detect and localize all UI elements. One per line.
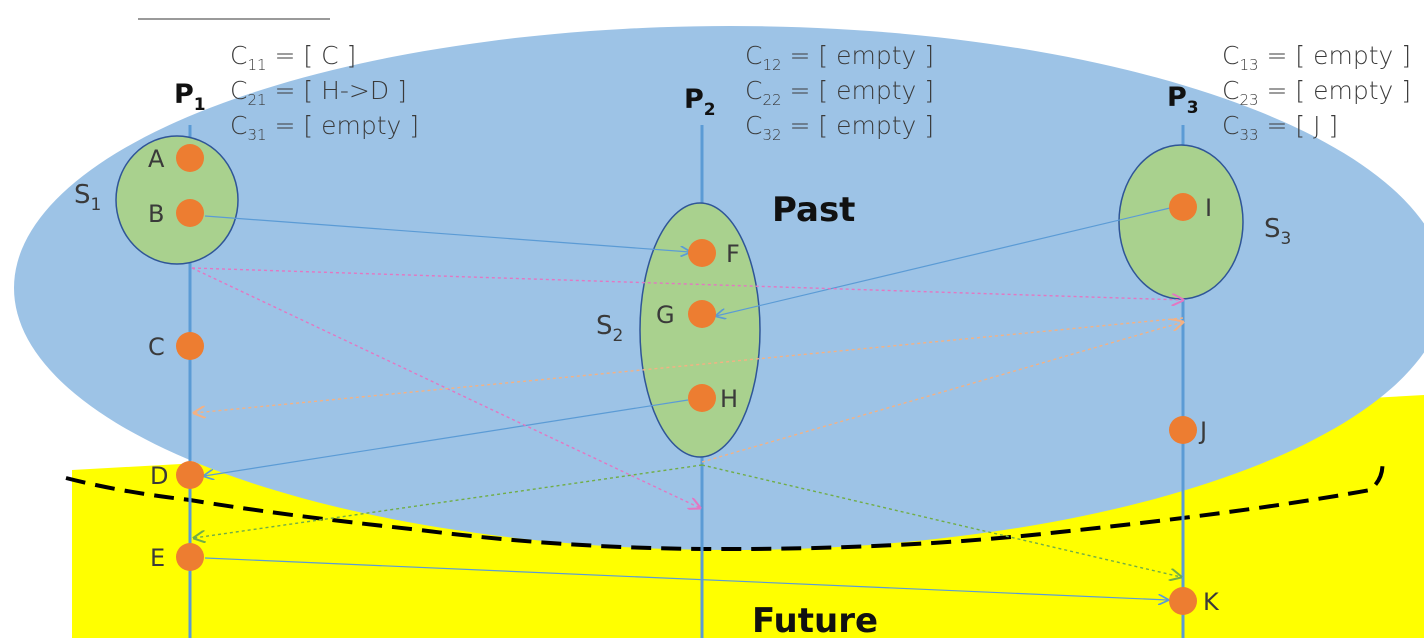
channel-states-p2: C12 = [ empty ] C22 = [ empty ] C32 = [ … <box>745 41 934 144</box>
event-dot-f <box>688 239 716 267</box>
event-label-b: B <box>148 200 164 228</box>
channel-state-c23: C23 = [ empty ] <box>1222 76 1411 109</box>
event-label-j: J <box>1198 417 1207 445</box>
event-dot-b <box>176 199 204 227</box>
cut-line <box>65 457 1385 552</box>
process-label-p2: P2 <box>684 84 716 120</box>
event-label-h: H <box>720 385 738 413</box>
channel-state-c33: C33 = [ J ] <box>1222 111 1338 144</box>
process-label-p1: P1 <box>174 79 206 115</box>
snapshot-s2 <box>639 202 761 458</box>
event-label-c: C <box>148 333 165 361</box>
message-e-to-k <box>204 557 1168 600</box>
channel-states-p1: C11 = [ C ] C21 = [ H->D ] C31 = [ empty… <box>230 41 419 144</box>
snapshot-label-s2: S2 <box>596 311 623 346</box>
event-dot-a <box>176 144 204 172</box>
past-label: Past <box>772 190 855 230</box>
channel-state-c12: C12 = [ empty ] <box>745 41 934 74</box>
channel-state-c21: C21 = [ H->D ] <box>230 76 407 109</box>
event-dot-c <box>176 332 204 360</box>
process-label-p3: P3 <box>1167 82 1199 118</box>
event-label-k: K <box>1203 588 1220 616</box>
event-label-g: G <box>656 301 675 329</box>
channel-state-c22: C22 = [ empty ] <box>745 76 934 109</box>
channel-state-c11: C11 = [ C ] <box>230 41 356 74</box>
event-dot-g <box>688 300 716 328</box>
event-label-f: F <box>726 240 740 268</box>
channel-state-c31: C31 = [ empty ] <box>230 111 419 144</box>
event-dot-k <box>1169 587 1197 615</box>
message-h-to-d <box>204 399 689 476</box>
channel-state-c32: C32 = [ empty ] <box>745 111 934 144</box>
channel-states-p3: C13 = [ empty ] C23 = [ empty ] C33 = [ … <box>1222 41 1411 144</box>
snapshot-label-s1: S1 <box>74 180 101 215</box>
snapshot-label-s3: S3 <box>1264 214 1291 249</box>
message-i-to-g <box>716 207 1171 316</box>
marker-s2-to-p1 <box>194 464 703 538</box>
message-b-to-f <box>204 215 690 252</box>
event-dot-h <box>688 384 716 412</box>
event-label-a: A <box>148 145 165 173</box>
snapshot-s1 <box>115 135 239 265</box>
marker-s2-to-k <box>701 464 1181 577</box>
event-dot-i <box>1169 193 1197 221</box>
event-dot-d <box>176 461 204 489</box>
event-label-i: I <box>1205 194 1212 222</box>
event-label-e: E <box>150 544 165 572</box>
future-label: Future <box>752 601 878 638</box>
snapshot-s3 <box>1118 144 1244 300</box>
marker-s1-to-p2 <box>191 267 700 508</box>
event-label-d: D <box>150 462 168 490</box>
event-dot-e <box>176 543 204 571</box>
event-dot-j <box>1169 416 1197 444</box>
channel-state-c13: C13 = [ empty ] <box>1222 41 1411 74</box>
